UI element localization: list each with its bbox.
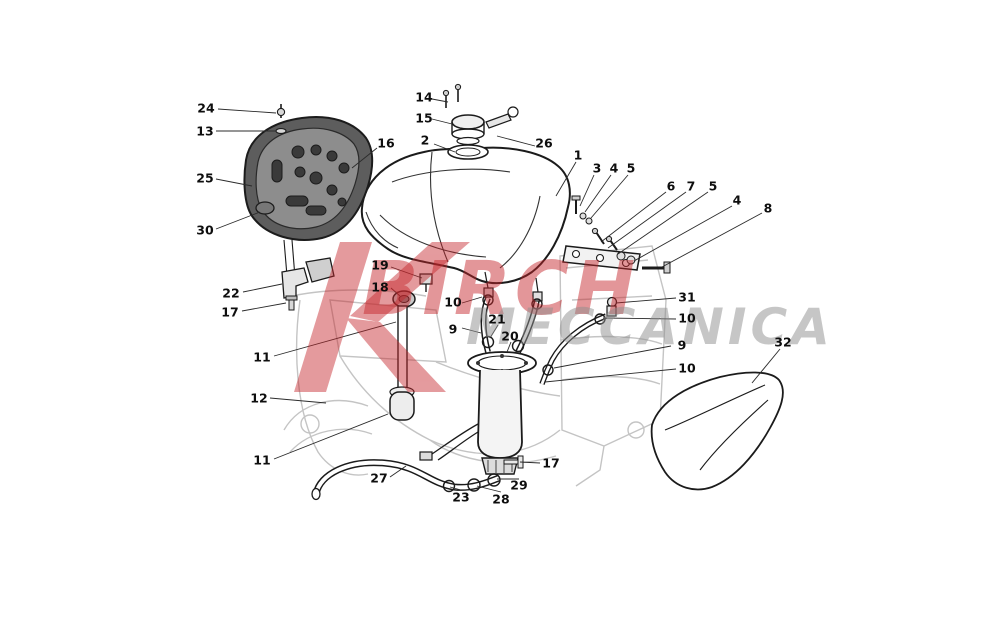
part-callout-14-6: 14 bbox=[415, 89, 433, 105]
filler-cap-drawing bbox=[442, 83, 519, 146]
bracket-screws-drawing bbox=[539, 195, 671, 385]
fuel-sender-drawing bbox=[389, 273, 433, 421]
part-callout-17-37: 17 bbox=[542, 455, 560, 471]
part-callout-29-36: 29 bbox=[510, 477, 528, 493]
part-callout-1-9: 1 bbox=[573, 147, 583, 163]
part-callout-12-31: 12 bbox=[250, 390, 268, 406]
fuel-pump-drawing bbox=[419, 271, 543, 475]
part-callout-7-14: 7 bbox=[686, 178, 696, 194]
part-callout-10-29: 10 bbox=[678, 360, 696, 376]
part-callout-4-11: 4 bbox=[609, 160, 619, 176]
part-callout-4-16: 4 bbox=[732, 192, 742, 208]
part-callout-17-19: 17 bbox=[221, 304, 239, 320]
part-callout-10-22: 10 bbox=[444, 294, 462, 310]
part-callout-30-3: 30 bbox=[196, 222, 214, 238]
part-callout-32-38: 32 bbox=[774, 334, 792, 350]
part-callout-9-28: 9 bbox=[677, 337, 687, 353]
part-callout-25-2: 25 bbox=[196, 170, 214, 186]
drain-hose-drawing bbox=[311, 459, 501, 501]
part-callout-24-0: 24 bbox=[197, 100, 215, 116]
part-callout-18-21: 18 bbox=[371, 279, 389, 295]
part-callout-15-7: 15 bbox=[415, 110, 433, 126]
part-callout-6-13: 6 bbox=[666, 178, 676, 194]
part-callout-9-23: 9 bbox=[448, 321, 458, 337]
part-callout-13-1: 13 bbox=[196, 123, 214, 139]
part-callout-8-17: 8 bbox=[763, 200, 773, 216]
part-callout-27-33: 27 bbox=[370, 470, 388, 486]
part-callout-19-20: 19 bbox=[371, 257, 389, 273]
part-callout-2-5: 2 bbox=[420, 132, 430, 148]
part-callout-16-4: 16 bbox=[377, 135, 395, 151]
part-callout-23-34: 23 bbox=[452, 489, 470, 505]
leader-lines bbox=[215, 98, 781, 493]
part-callout-11-32: 11 bbox=[253, 452, 271, 468]
part-callout-28-35: 28 bbox=[492, 491, 510, 507]
part-callout-31-26: 31 bbox=[678, 289, 696, 305]
part-callout-21-24: 21 bbox=[488, 311, 506, 327]
part-callout-22-18: 22 bbox=[222, 285, 240, 301]
part-callout-3-10: 3 bbox=[592, 160, 602, 176]
part-callout-5-12: 5 bbox=[626, 160, 636, 176]
part-callout-11-30: 11 bbox=[253, 349, 271, 365]
instrument-cover-drawing bbox=[243, 104, 374, 311]
part-callout-5-15: 5 bbox=[708, 178, 718, 194]
part-callout-20-25: 20 bbox=[501, 328, 519, 344]
heat-shield-drawing bbox=[650, 371, 784, 491]
part-callout-26-8: 26 bbox=[535, 135, 553, 151]
part-callout-10-27: 10 bbox=[678, 310, 696, 326]
